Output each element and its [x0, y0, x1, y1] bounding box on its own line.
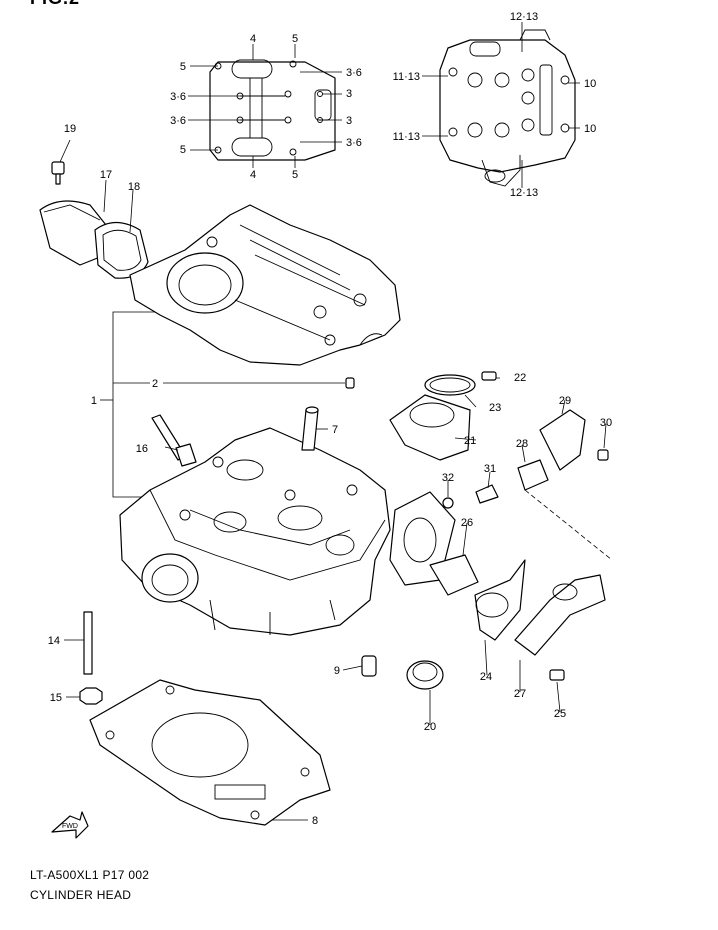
- callout-3: 3: [346, 88, 352, 100]
- plug-20: [406, 660, 444, 690]
- cap-28: [517, 459, 549, 491]
- bolt-pattern-inset: [209, 59, 336, 161]
- callout-3-6: 3·6: [170, 115, 186, 127]
- diagram-name: CYLINDER HEAD: [30, 888, 132, 902]
- callout-10: 10: [584, 78, 596, 90]
- washer-32: [442, 497, 454, 509]
- cylinder-head-body: [119, 427, 391, 636]
- diagram-reference: LT-A500XL1 P17 002: [30, 868, 150, 882]
- nut-15: [79, 687, 103, 705]
- cylinder-head-cover: [129, 204, 401, 366]
- callout-16: 16: [136, 443, 148, 455]
- callout-11-13: 11·13: [393, 131, 420, 143]
- dowel-9: [361, 655, 377, 677]
- bolt-30: [597, 449, 609, 461]
- head-underside-inset: [439, 29, 576, 187]
- spark-plug-16: [151, 414, 197, 467]
- callout-23: 23: [489, 402, 501, 414]
- callout-5: 5: [180, 61, 186, 73]
- callout-28: 28: [516, 438, 528, 450]
- callout-32: 32: [442, 472, 454, 484]
- clamp-23: [424, 374, 476, 396]
- cover-17-18: [39, 161, 149, 279]
- callout-20: 20: [424, 721, 436, 733]
- figure-title: FIG.2: [30, 0, 80, 9]
- head-gasket-8: [89, 679, 331, 826]
- stud-14: [83, 611, 93, 675]
- callout-19: 19: [64, 123, 76, 135]
- pipe-27: [514, 574, 606, 656]
- callout-4: 4: [250, 33, 256, 45]
- callout-5: 5: [180, 144, 186, 156]
- callout-18: 18: [128, 181, 140, 193]
- callout-labels: 4 5 5 3·6 3·6 3 3·6 3 5 3·6 4 5 12·13 11…: [48, 11, 612, 827]
- callout-3-6: 3·6: [170, 91, 186, 103]
- callout-17: 17: [100, 169, 112, 181]
- callout-5: 5: [292, 169, 298, 181]
- bolt-22: [481, 371, 497, 381]
- callout-30: 30: [600, 417, 612, 429]
- callout-12-13: 12·13: [510, 187, 538, 199]
- bracket-29: [539, 409, 586, 471]
- intake-pipe-21: [389, 394, 471, 461]
- callout-22: 22: [514, 372, 526, 384]
- dowel-pin-2: [345, 377, 355, 389]
- guide-7: [301, 406, 319, 451]
- cover-24: [474, 559, 526, 641]
- leader-lines: [59, 22, 607, 821]
- callout-31: 31: [484, 463, 496, 475]
- callout-24: 24: [480, 671, 492, 683]
- callout-8: 8: [312, 815, 318, 827]
- fwd-arrow: FWD: [51, 811, 89, 839]
- callout-29: 29: [559, 395, 571, 407]
- svg-text:FWD: FWD: [62, 823, 78, 830]
- bolt-25: [549, 669, 565, 681]
- callout-5: 5: [292, 33, 298, 45]
- thermostat-26: [429, 554, 479, 596]
- callout-3-6: 3·6: [346, 67, 362, 79]
- callout-9: 9: [334, 665, 340, 677]
- callout-15: 15: [50, 692, 62, 704]
- callout-10: 10: [584, 123, 596, 135]
- callout-2: 2: [152, 378, 158, 390]
- callout-27: 27: [514, 688, 526, 700]
- callout-1: 1: [91, 395, 97, 407]
- callout-11-13: 11·13: [393, 71, 420, 83]
- callout-26: 26: [461, 517, 473, 529]
- callout-3-6: 3·6: [346, 137, 362, 149]
- sensor-31: [475, 484, 499, 504]
- callout-4: 4: [250, 169, 256, 181]
- callout-3: 3: [346, 115, 352, 127]
- callout-25: 25: [554, 708, 566, 720]
- callout-21: 21: [464, 435, 476, 447]
- callout-7: 7: [332, 424, 338, 436]
- callout-12-13: 12·13: [510, 11, 538, 23]
- callout-14: 14: [48, 635, 60, 647]
